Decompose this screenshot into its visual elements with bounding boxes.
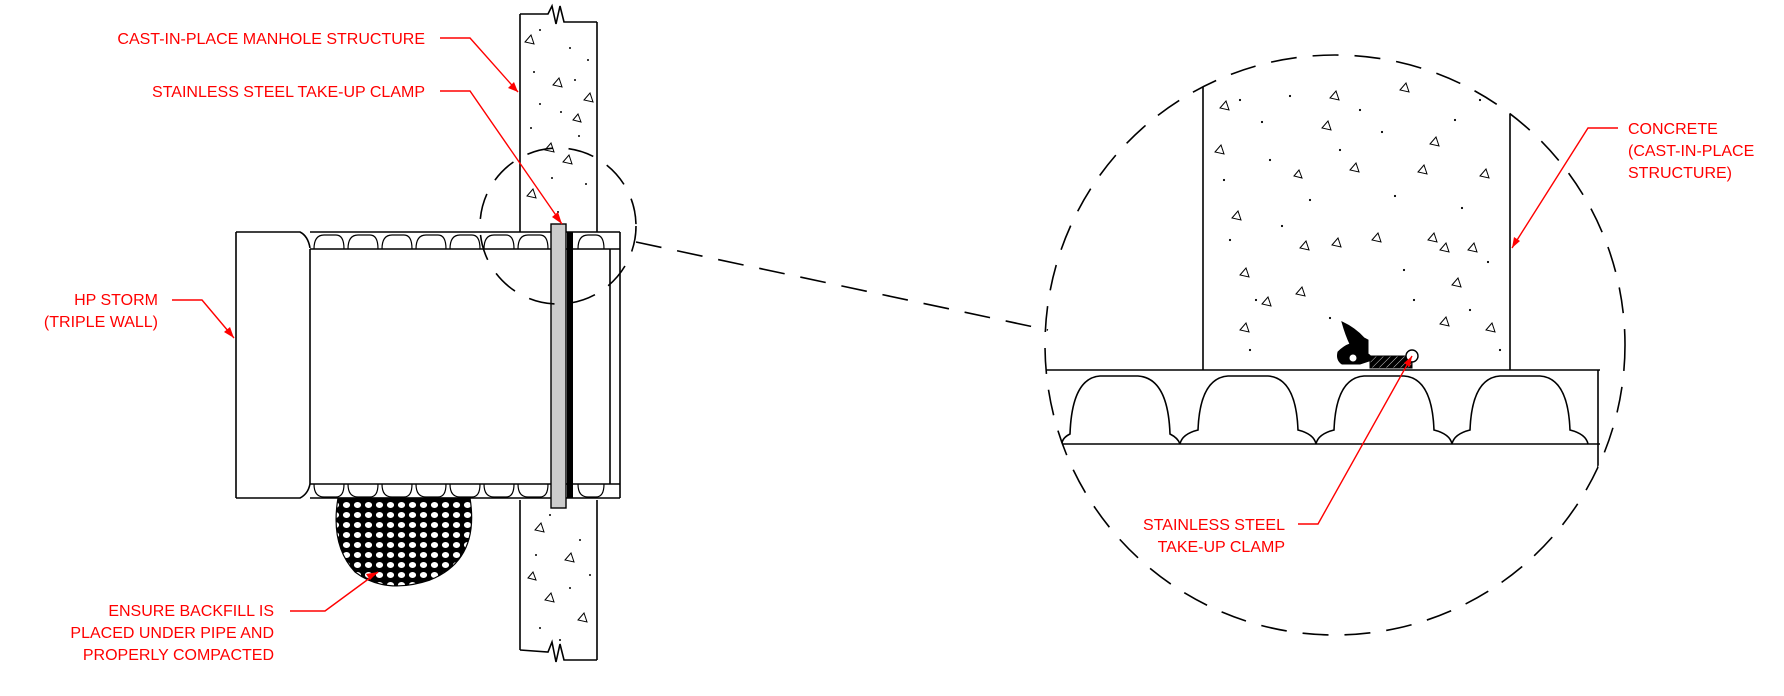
leader-manhole-structure bbox=[440, 37, 519, 93]
label-backfill-3: PROPERLY COMPACTED bbox=[83, 647, 274, 664]
concrete-specks-upper bbox=[530, 29, 589, 213]
detail-circle bbox=[1044, 54, 1626, 636]
label-clamp-top: STAINLESS STEEL TAKE-UP CLAMP bbox=[152, 84, 425, 101]
label-backfill-1: ENSURE BACKFILL IS bbox=[108, 603, 274, 620]
detail-leader-line bbox=[635, 241, 1049, 331]
take-up-clamp-detail bbox=[1337, 321, 1419, 369]
pipe-corrugations-top bbox=[313, 234, 605, 250]
label-concrete-3: STRUCTURE) bbox=[1628, 165, 1732, 182]
take-up-clamp-section bbox=[550, 223, 573, 509]
detail-callout-circle bbox=[479, 147, 637, 305]
label-clamp-detail-2: TAKE-UP CLAMP bbox=[1158, 539, 1285, 556]
label-clamp-detail-1: STAINLESS STEEL bbox=[1143, 517, 1285, 534]
concrete-aggregate-detail bbox=[1214, 82, 1496, 333]
leader-hp-storm bbox=[172, 299, 235, 339]
concrete-aggregate-upper bbox=[524, 34, 594, 199]
concrete-aggregate-lower bbox=[527, 522, 588, 623]
pipe-corrugations-detail bbox=[1061, 375, 1589, 445]
leader-clamp-top bbox=[440, 90, 563, 225]
leader-concrete bbox=[1511, 127, 1618, 249]
manhole-wall bbox=[519, 3, 598, 663]
concrete-specks-detail bbox=[1222, 94, 1502, 352]
label-hp-storm-2: (TRIPLE WALL) bbox=[44, 314, 158, 331]
label-manhole-structure: CAST-IN-PLACE MANHOLE STRUCTURE bbox=[117, 31, 425, 48]
concrete-specks-lower bbox=[535, 514, 591, 641]
leader-clamp-detail bbox=[1298, 355, 1413, 525]
compacted-backfill bbox=[335, 497, 473, 587]
pipe-corrugations-bottom bbox=[313, 483, 605, 498]
enlarged-detail bbox=[1044, 54, 1626, 636]
label-concrete-1: CONCRETE bbox=[1628, 121, 1718, 138]
leader-backfill bbox=[290, 571, 379, 612]
label-backfill-2: PLACED UNDER PIPE AND bbox=[70, 625, 274, 642]
label-hp-storm-1: HP STORM bbox=[74, 292, 158, 309]
section-view bbox=[235, 3, 637, 663]
label-concrete-2: (CAST-IN-PLACE bbox=[1628, 143, 1754, 160]
annotations: CAST-IN-PLACE MANHOLE STRUCTURE STAINLES… bbox=[44, 31, 1754, 664]
